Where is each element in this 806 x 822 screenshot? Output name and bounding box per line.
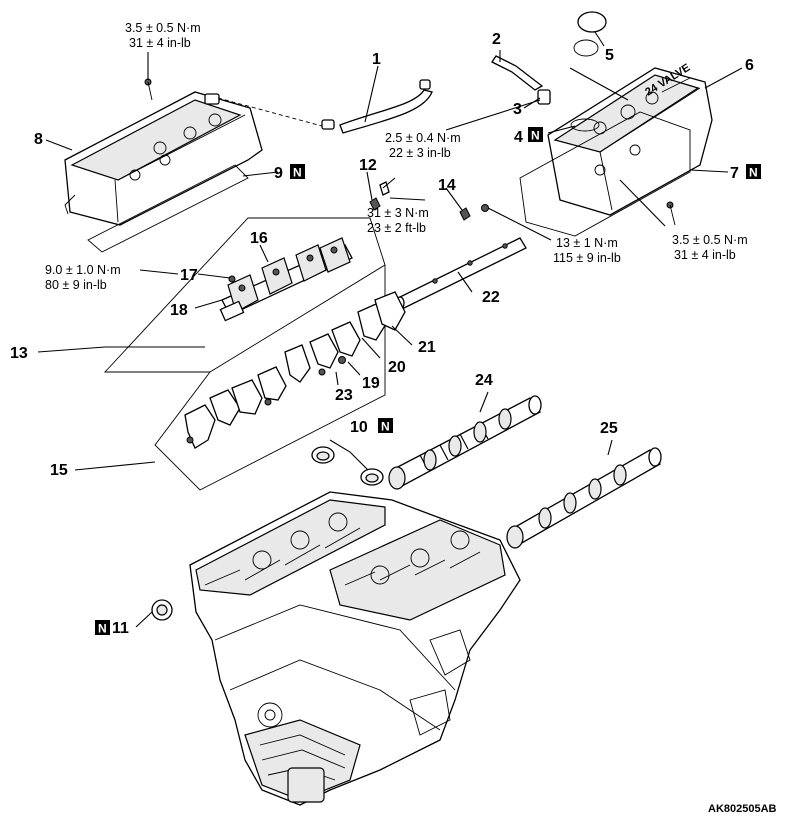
- spark-plug-gasket: [570, 118, 600, 132]
- rocker-cover-gasket-right: [519, 111, 691, 237]
- callout-14: 14: [438, 177, 456, 194]
- pcv-hose: [491, 55, 544, 91]
- svg-text:N: N: [749, 166, 758, 180]
- rocker-cover-left: [64, 78, 263, 226]
- rocker-shaft: [395, 237, 527, 310]
- new-part-marker-7: N: [746, 164, 761, 180]
- callout-20: 20: [388, 359, 406, 376]
- oil-seal-11: [151, 599, 173, 621]
- oil-seal-10b: [360, 468, 384, 486]
- callout-24: 24: [475, 372, 493, 389]
- rocker-cover-gasket-left: [87, 164, 249, 253]
- callout-numbers: 1 2 3 4 5 6 7 8 9 10 11 12 13 14 15 16 1…: [10, 31, 754, 637]
- torque-bolt14-inlb: 115 ± 9 in-lb: [553, 251, 621, 265]
- callout-18: 18: [170, 302, 188, 319]
- bolt-12: [369, 181, 390, 211]
- rocker-group-outline: [103, 217, 386, 491]
- callout-8: 8: [34, 131, 43, 148]
- svg-text:N: N: [293, 166, 302, 180]
- torque-rocker-nm: 9.0 ± 1.0 N·m: [45, 263, 121, 277]
- svg-text:N: N: [381, 420, 390, 434]
- rocker-cover-right: 24 VALVE: [547, 62, 713, 216]
- new-part-marker-11: N: [95, 620, 110, 636]
- callout-11: 11: [112, 620, 129, 637]
- bolt-cover-right: [666, 201, 676, 226]
- callout-22: 22: [482, 289, 500, 306]
- torque-rocker-inlb: 80 ± 9 in-lb: [45, 278, 107, 292]
- oil-filler-cap: [573, 11, 607, 57]
- callout-10: 10: [350, 419, 368, 436]
- leader-lines: [37, 31, 743, 628]
- new-part-marker-4: N: [528, 127, 543, 143]
- callout-5: 5: [605, 47, 614, 64]
- torque-cover-left-nm: 3.5 ± 0.5 N·m: [125, 21, 201, 35]
- callout-25: 25: [600, 420, 618, 437]
- torque-specs: 3.5 ± 0.5 N·m 31 ± 4 in-lb 2.5 ± 0.4 N·m…: [45, 21, 748, 292]
- callout-1: 1: [372, 51, 381, 68]
- callout-12: 12: [359, 157, 377, 174]
- callout-15: 15: [50, 462, 68, 479]
- torque-bolt12-ftlb: 23 ± 2 ft-lb: [367, 221, 426, 235]
- pcv-valve: [537, 89, 551, 105]
- callout-13: 13: [10, 345, 28, 362]
- torque-bolt14-nm: 13 ± 1 N·m: [556, 236, 618, 250]
- torque-cover-left-inlb: 31 ± 4 in-lb: [129, 36, 191, 50]
- oil-seal-10a: [311, 446, 335, 464]
- bolt-14: [459, 204, 489, 221]
- torque-pcv-inlb: 22 ± 3 in-lb: [389, 146, 451, 160]
- rocker-arm-shaft-assembly: [219, 237, 353, 322]
- callout-4: 4: [514, 129, 523, 146]
- callout-17: 17: [180, 267, 198, 284]
- camshaft-25: [506, 447, 662, 549]
- camshaft-24: [388, 395, 542, 490]
- breather-hose: [204, 79, 433, 134]
- new-part-marker-9: N: [290, 164, 305, 180]
- torque-bolt12-nm: 31 ± 3 N·m: [367, 206, 429, 220]
- callout-7: 7: [730, 165, 739, 182]
- callout-19: 19: [362, 375, 380, 392]
- svg-text:N: N: [98, 622, 107, 636]
- rocker-arms-row: [184, 291, 406, 449]
- new-part-marker-10: N: [378, 418, 393, 434]
- callout-21: 21: [418, 339, 436, 356]
- callout-16: 16: [250, 230, 268, 247]
- new-part-markers: N N N N N: [95, 127, 761, 636]
- callout-6: 6: [745, 57, 754, 74]
- callout-2: 2: [492, 31, 501, 48]
- callout-9: 9: [274, 165, 283, 182]
- engine-block: [189, 491, 521, 806]
- torque-cover-right-inlb: 31 ± 4 in-lb: [674, 248, 736, 262]
- torque-pcv-nm: 2.5 ± 0.4 N·m: [385, 131, 461, 145]
- callout-23: 23: [335, 387, 353, 404]
- svg-text:N: N: [531, 129, 540, 143]
- torque-cover-right-nm: 3.5 ± 0.5 N·m: [672, 233, 748, 247]
- callout-3: 3: [513, 101, 522, 118]
- figure-code: AK802505AB: [708, 803, 777, 815]
